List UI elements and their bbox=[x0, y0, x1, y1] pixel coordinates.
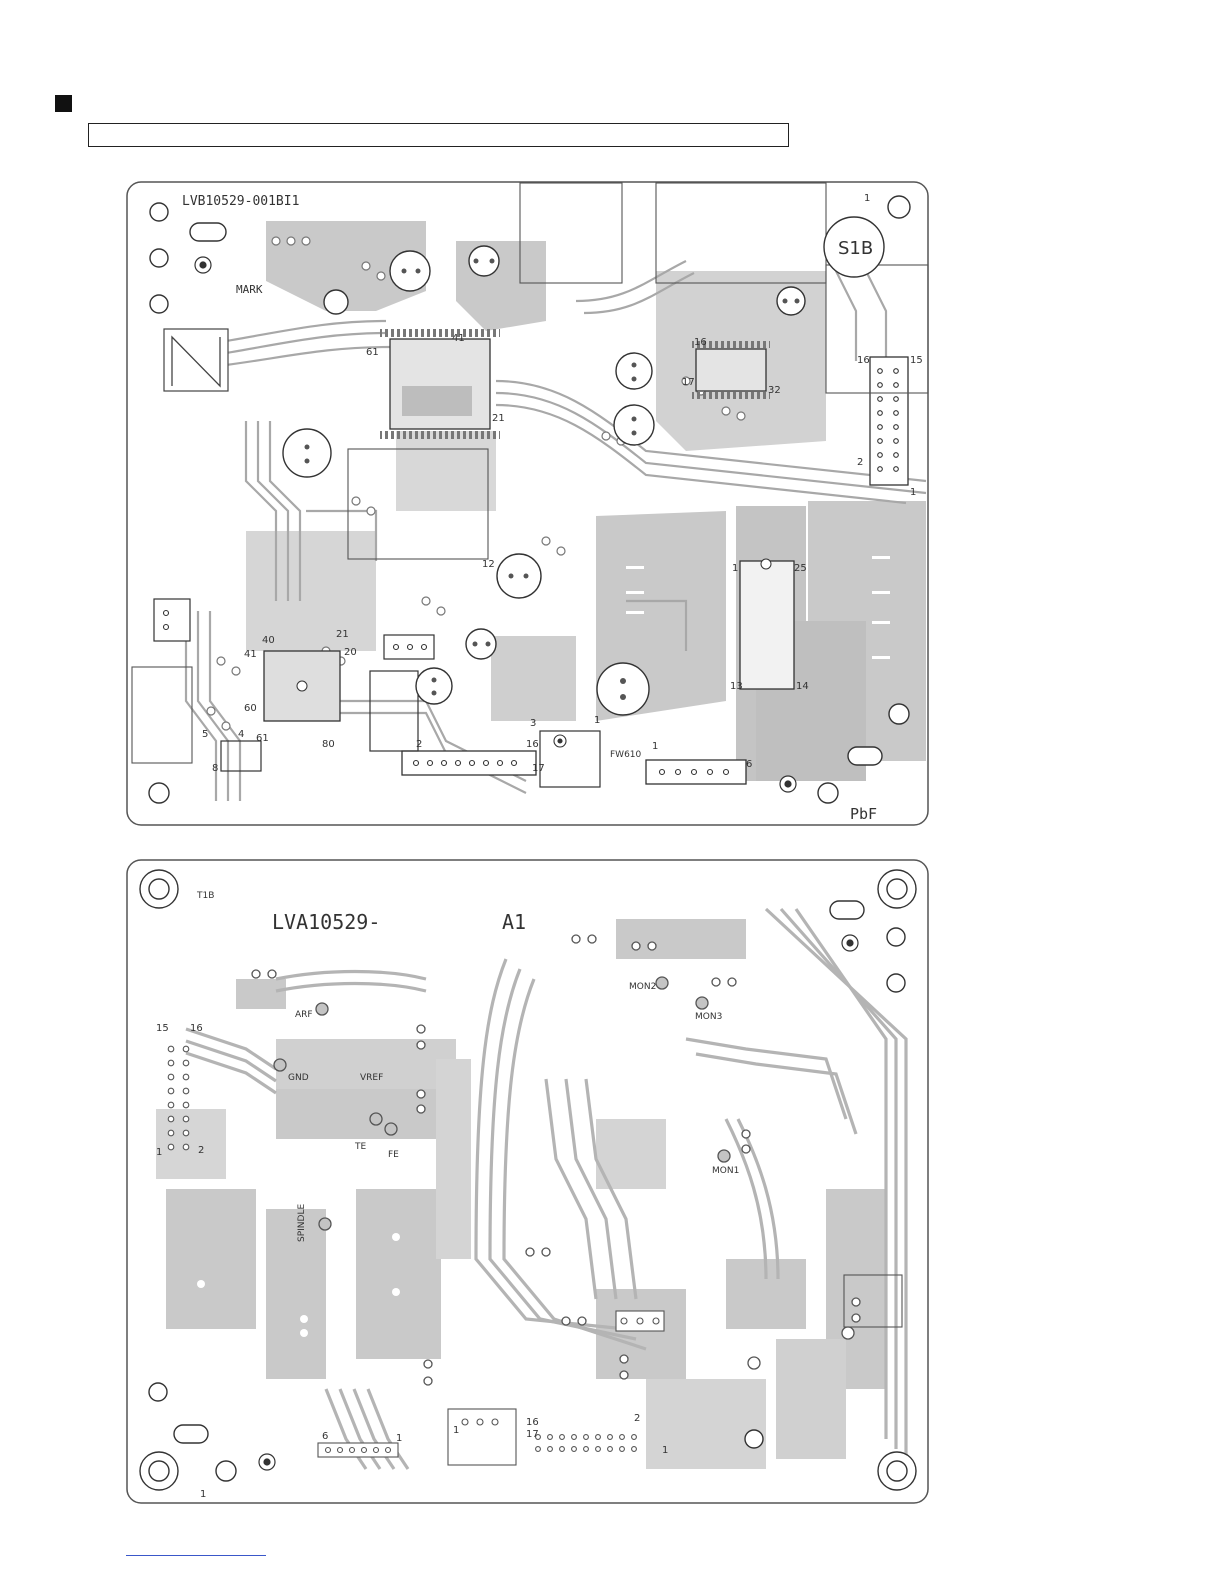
footer-rule bbox=[126, 1555, 266, 1556]
pin-label: 16 bbox=[526, 1417, 539, 1428]
pin-label: 32 bbox=[768, 385, 781, 396]
test-point-label: GND bbox=[288, 1073, 309, 1083]
pin-label: 16 bbox=[526, 739, 539, 750]
switch-label: S1B bbox=[838, 238, 873, 259]
pin-label: 41 bbox=[452, 333, 465, 344]
board-code: LVB10529-001BI1 bbox=[182, 194, 299, 209]
test-point-label: VREF bbox=[360, 1073, 383, 1083]
pin-label: 5 bbox=[202, 729, 208, 740]
pin-label: 2 bbox=[634, 1413, 640, 1424]
pin-label: 41 bbox=[244, 649, 257, 660]
pin-label: 21 bbox=[492, 413, 505, 424]
pin-label: 16 bbox=[694, 337, 707, 348]
pin-label: 21 bbox=[336, 629, 349, 640]
fw-label: FW610 bbox=[610, 750, 642, 760]
pin-label: 2 bbox=[416, 739, 422, 750]
section-title-box bbox=[88, 123, 789, 147]
pin-label: 61 bbox=[256, 733, 269, 744]
pin-label: 61 bbox=[366, 347, 379, 358]
pin-label: 2 bbox=[857, 457, 863, 468]
pin-label: 1 bbox=[864, 193, 870, 204]
pin-label: 40 bbox=[262, 635, 275, 646]
pin-label: 13 bbox=[730, 681, 743, 692]
pin-label: 14 bbox=[796, 681, 809, 692]
pin-label: 20 bbox=[344, 647, 357, 658]
ic-2 bbox=[692, 341, 770, 399]
pin-label: 6 bbox=[746, 759, 752, 770]
pin-label: 1 bbox=[662, 1445, 668, 1456]
pin-label: 1 bbox=[732, 563, 738, 574]
pin-label: 12 bbox=[482, 559, 495, 570]
pin-label: 1 bbox=[156, 1147, 162, 1158]
pcb-bottom-svg: LVA10529- A1 T1B ARF GND VREF TE FE MON2… bbox=[126, 859, 930, 1505]
test-point-label: TE bbox=[354, 1142, 366, 1152]
test-point-label: MON1 bbox=[712, 1166, 739, 1176]
pin-label: 1 bbox=[453, 1425, 459, 1436]
pin-label: 6 bbox=[322, 1431, 328, 1442]
pcb-bottom-board: LVA10529- A1 T1B ARF GND VREF TE FE MON2… bbox=[126, 859, 930, 1505]
board-code: LVA10529- bbox=[272, 910, 380, 934]
pin-label: 60 bbox=[244, 703, 257, 714]
pcb-top-svg: LVB10529-001BI1 MARK S1B PbF FW610 61 41… bbox=[126, 181, 930, 827]
pin-label: 80 bbox=[322, 739, 335, 750]
section-marker bbox=[55, 95, 72, 112]
pin-label: 16 bbox=[190, 1023, 203, 1034]
test-point-label: FE bbox=[388, 1150, 399, 1160]
ic-4 bbox=[264, 651, 340, 721]
pin-label: 8 bbox=[212, 763, 218, 774]
test-point-label: ARF bbox=[295, 1010, 313, 1020]
pin-label: 1 bbox=[200, 1489, 206, 1500]
pin-label: 16 bbox=[857, 355, 870, 366]
ic-3 bbox=[740, 559, 794, 689]
pin-label: 15 bbox=[156, 1023, 169, 1034]
pin-label: 1 bbox=[652, 741, 658, 752]
test-point-label: MON2 bbox=[629, 982, 656, 992]
pin-label: 3 bbox=[530, 718, 536, 729]
pin-label: 4 bbox=[238, 729, 244, 740]
pbf-label: PbF bbox=[850, 805, 877, 823]
pin-label: 17 bbox=[682, 377, 695, 388]
board-code-suffix: A1 bbox=[502, 910, 526, 934]
pin-label: 15 bbox=[910, 355, 923, 366]
pin-label: 1 bbox=[396, 1433, 402, 1444]
mark-label: MARK bbox=[236, 283, 263, 296]
pin-label: 25 bbox=[794, 563, 807, 574]
test-point-label: MON3 bbox=[695, 1012, 722, 1022]
pin-label: 1 bbox=[594, 715, 600, 726]
test-point-label: SPINDLE bbox=[297, 1204, 307, 1242]
pin-label: 17 bbox=[526, 1429, 539, 1440]
pin-label: 1 bbox=[910, 487, 916, 498]
pin-label: 2 bbox=[198, 1145, 204, 1156]
pin-label: 17 bbox=[532, 763, 545, 774]
ic-main bbox=[380, 329, 500, 439]
board-logo bbox=[164, 329, 228, 391]
t1b-label: T1B bbox=[196, 891, 214, 901]
pcb-top-board: LVB10529-001BI1 MARK S1B PbF FW610 61 41… bbox=[126, 181, 930, 827]
